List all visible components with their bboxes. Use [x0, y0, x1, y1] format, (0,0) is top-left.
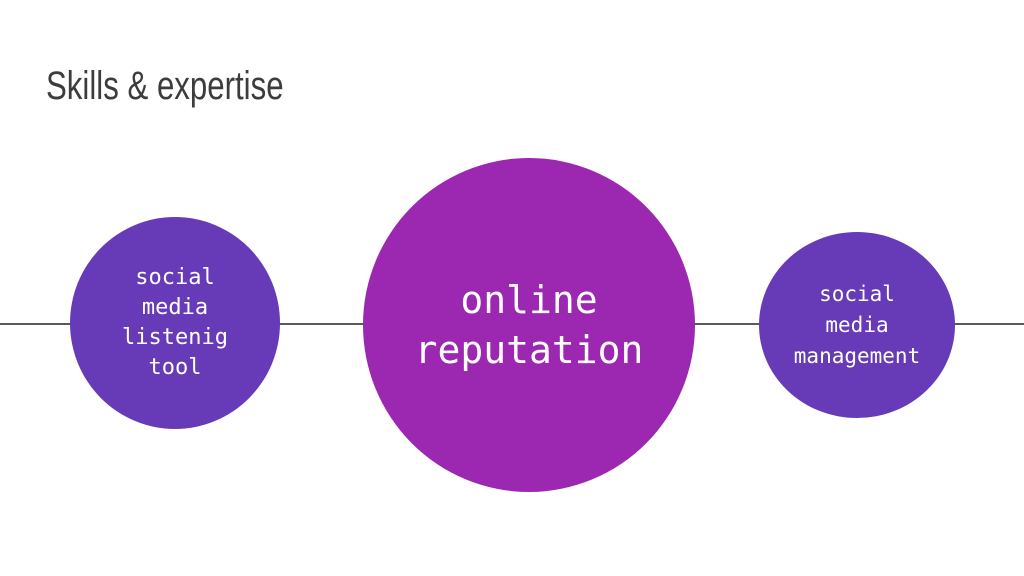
skill-node-center-label: online reputation	[414, 278, 644, 372]
skill-node-left: social media listenig tool	[70, 217, 280, 429]
connector-line-left	[0, 323, 72, 325]
skill-node-right: social media management	[759, 232, 955, 418]
connector-line-right	[952, 323, 1024, 325]
connector-line-center-right	[692, 323, 762, 325]
skill-node-left-label: social media listenig tool	[122, 265, 228, 380]
connector-line-left-center	[278, 323, 366, 325]
slide-title: Skills & expertise	[46, 64, 284, 108]
skill-node-center: online reputation	[363, 158, 695, 492]
skill-node-right-label: social media management	[793, 281, 921, 368]
